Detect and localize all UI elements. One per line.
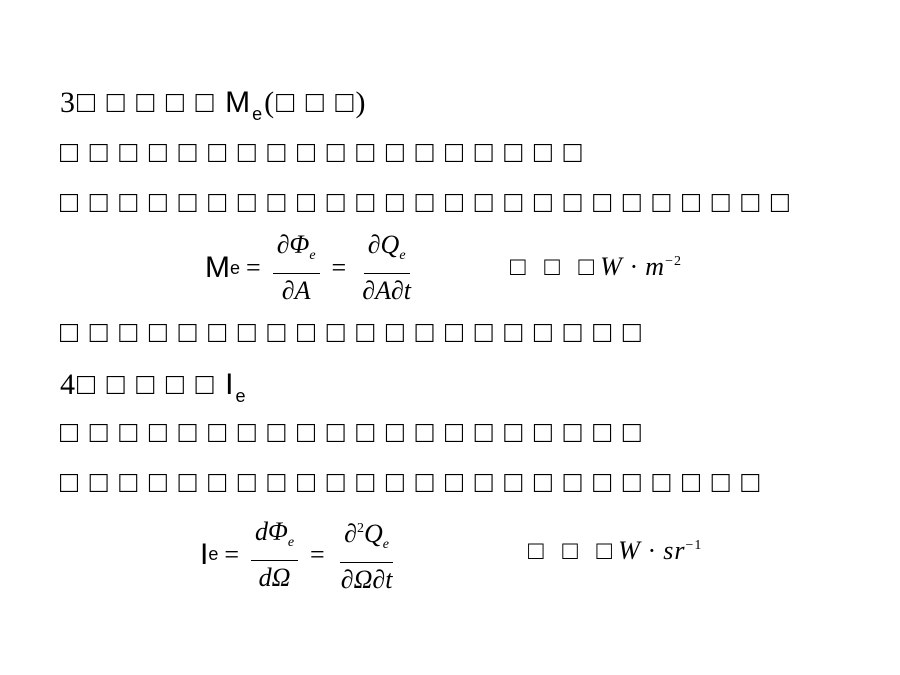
eq2-f2-numerator-sub: e: [382, 537, 390, 552]
heading-3: 3□ □ □ □ □ Me(□ □ □): [60, 86, 367, 131]
eq2-f2-numerator-q: Q: [364, 519, 383, 548]
eq2-f2-numerator-exp: 2: [357, 521, 365, 536]
eq1-f1-numerator-sub: e: [309, 248, 316, 263]
text-line-5: □ □ □ □ □ □ □ □ □ □ □ □ □ □ □ □ □ □ □ □ …: [60, 466, 762, 499]
heading-3-title: □ □ □ □ □: [77, 86, 216, 119]
eq2-f2-denominator: ∂Ω∂t: [340, 565, 393, 594]
eq1-f2-numerator: ∂Q: [367, 230, 400, 259]
eq1-fraction-2: ∂Qe ∂A∂t: [358, 230, 415, 306]
eq2-f2-numerator: ∂: [344, 519, 358, 548]
text-line-1: □ □ □ □ □ □ □ □ □ □ □ □ □ □ □ □ □ □: [60, 136, 584, 169]
heading-4-number: 4: [60, 368, 77, 401]
heading-3-paren: (□ □ □): [264, 86, 368, 119]
eq2-lhs-sub: e: [208, 544, 219, 564]
eq1-unit-value: W · m: [600, 252, 666, 281]
eq2-f1-numerator-sub: e: [287, 534, 295, 550]
eq2-fraction-1: dΦe dΩ: [251, 516, 299, 593]
heading-4-symbol: I: [225, 368, 236, 401]
eq1-unit: □ □ □W · m−2: [510, 252, 682, 282]
eq1-f2-denominator: ∂A∂t: [362, 276, 412, 305]
eq2-unit-exponent: −1: [685, 538, 703, 553]
eq1-equals-1: =: [246, 253, 261, 282]
text-line-3: □ □ □ □ □ □ □ □ □ □ □ □ □ □ □ □ □ □ □ □: [60, 316, 643, 349]
eq2-equals-1: =: [224, 539, 240, 569]
eq1-fraction-1: ∂Φe ∂A: [272, 230, 320, 306]
text-line-2: □ □ □ □ □ □ □ □ □ □ □ □ □ □ □ □ □ □ □ □ …: [60, 186, 792, 219]
eq1-f1-numerator: ∂Φ: [276, 230, 310, 259]
eq2-equals-2: =: [310, 539, 325, 569]
heading-3-symbol: M: [225, 86, 253, 119]
heading-3-subscript: e: [252, 104, 265, 124]
eq1-unit-exponent: −2: [665, 254, 682, 269]
eq2-f1-denominator: dΩ: [258, 562, 291, 592]
text-line-4: □ □ □ □ □ □ □ □ □ □ □ □ □ □ □ □ □ □ □ □: [60, 416, 643, 449]
heading-4-title: □ □ □ □ □: [77, 368, 216, 401]
eq2-unit-value: W · sr: [618, 536, 686, 565]
eq2-unit: □ □ □W · sr−1: [528, 536, 702, 566]
eq2-f1-numerator: dΦ: [255, 516, 288, 546]
eq1-f2-numerator-sub: e: [399, 248, 406, 263]
eq2-fraction-2: ∂2Qe ∂Ω∂t: [337, 514, 397, 595]
eq2-lhs: I: [200, 537, 209, 571]
eq1-lhs: M: [205, 251, 230, 284]
heading-3-number: 3: [60, 86, 77, 119]
eq1-lhs-sub: e: [230, 257, 241, 278]
eq2-unit-label: □ □ □: [528, 536, 619, 565]
eq1-unit-label: □ □ □: [510, 252, 601, 281]
heading-4: 4□ □ □ □ □ Ie: [60, 368, 247, 413]
eq1-equals-2: =: [331, 253, 347, 282]
heading-4-subscript: e: [235, 386, 248, 406]
eq1-f1-denominator: ∂A: [281, 276, 311, 305]
